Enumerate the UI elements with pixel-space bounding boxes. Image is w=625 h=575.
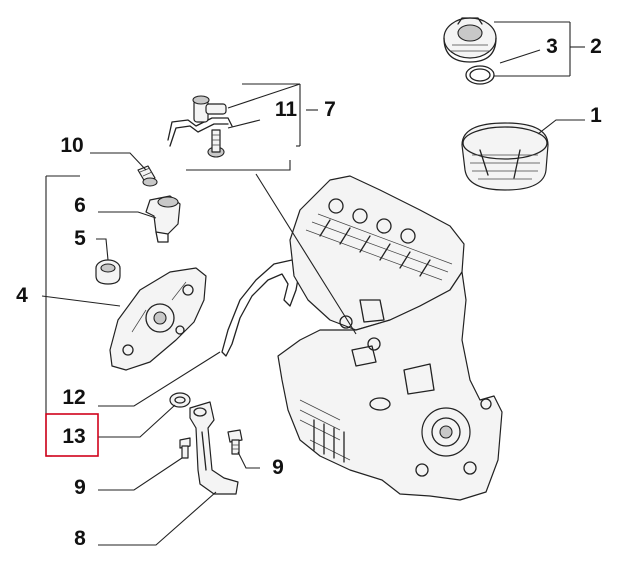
oil-pump-part xyxy=(109,267,207,371)
tube-bolt-right-part xyxy=(227,429,243,455)
seal-part xyxy=(169,392,191,408)
dipstick-tube-part xyxy=(189,401,239,495)
sensor-part xyxy=(145,195,181,243)
callout-1: 1 xyxy=(590,104,602,127)
gasket-part xyxy=(221,259,301,357)
callout-2: 2 xyxy=(590,35,602,58)
callout-11: 11 xyxy=(275,98,298,121)
callout-3: 3 xyxy=(546,35,558,58)
callout-9-right: 9 xyxy=(272,456,284,479)
pipe-bolt-part xyxy=(207,129,225,158)
bolt-part xyxy=(137,165,158,187)
callout-12: 12 xyxy=(62,386,85,409)
callout-13-highlight-box xyxy=(45,413,99,457)
oil-filler-cap-part xyxy=(443,17,497,63)
callout-4: 4 xyxy=(16,284,28,307)
breather-pipe-part xyxy=(167,95,233,147)
callout-9-left: 9 xyxy=(74,476,86,499)
tube-bolt-left-part xyxy=(179,437,191,459)
callout-13: 13 xyxy=(62,425,85,448)
callout-6: 6 xyxy=(74,194,86,217)
callout-7: 7 xyxy=(324,98,336,121)
callout-10: 10 xyxy=(60,134,83,157)
callout-5: 5 xyxy=(74,227,86,250)
cap-seal-ring-part xyxy=(465,65,495,85)
callout-8: 8 xyxy=(74,527,86,550)
engine-cover-part xyxy=(461,122,549,191)
bushing-part xyxy=(95,259,121,285)
engine-block-part xyxy=(277,175,503,501)
